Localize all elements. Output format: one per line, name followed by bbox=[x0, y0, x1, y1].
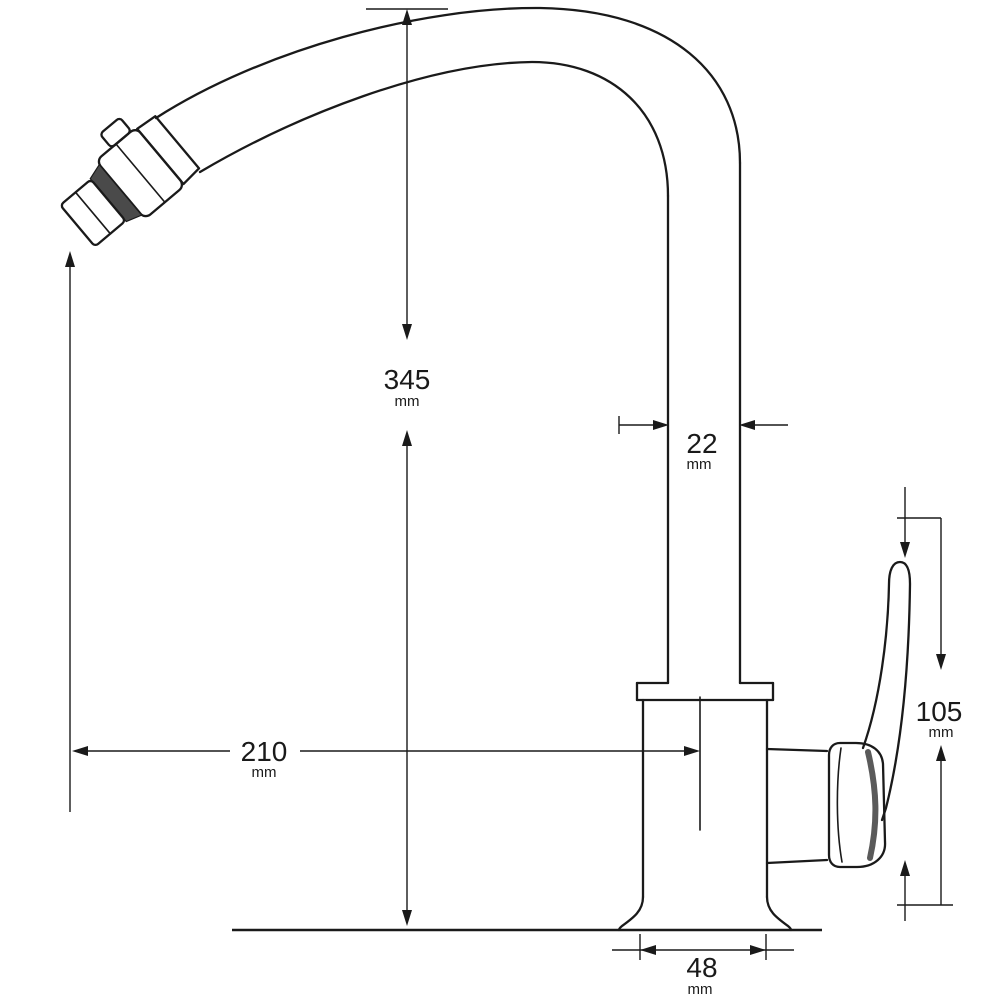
dimension-base-width: 48 mm bbox=[612, 934, 794, 998]
dim-345-arrow-upper-down bbox=[402, 324, 412, 340]
dim-total-height-unit: mm bbox=[395, 393, 420, 410]
dim-pipe-width-unit: mm bbox=[687, 456, 712, 473]
dimension-spout-reach: 210 mm bbox=[65, 251, 700, 812]
dim-105-arrow-upper-down bbox=[936, 654, 946, 670]
base-flange-left bbox=[617, 895, 645, 932]
faucet-outline bbox=[60, 6, 912, 932]
dim-210-extension-arrow-up bbox=[65, 251, 75, 267]
dim-48-arrow-right bbox=[750, 945, 766, 955]
dim-345-arrow-top-up bbox=[402, 9, 412, 25]
body-collar-ring bbox=[635, 681, 775, 702]
handle-lever bbox=[861, 560, 912, 822]
base-flange-right bbox=[765, 895, 793, 932]
dimension-total-height: 345 mm bbox=[366, 8, 448, 926]
dim-base-width-value: 48 bbox=[686, 952, 717, 983]
dim-210-arrow-left bbox=[72, 746, 88, 756]
handle-hub-inner-arc bbox=[836, 747, 843, 863]
dim-handle-length-unit: mm bbox=[929, 724, 954, 741]
dim-22-arrow-left bbox=[653, 420, 669, 430]
spray-head-band-line bbox=[115, 143, 166, 204]
handle-hub-shading bbox=[865, 749, 879, 861]
dim-spout-reach-value: 210 bbox=[241, 736, 288, 767]
handle bbox=[765, 560, 912, 869]
spout-outer-curve bbox=[154, 6, 742, 165]
dim-spout-reach-unit: mm bbox=[252, 764, 277, 781]
dim-105-arrow-bottom-up bbox=[900, 860, 910, 876]
handle-neck-top bbox=[765, 747, 829, 753]
spout-inner-curve bbox=[198, 60, 670, 198]
dim-210-arrow-right bbox=[684, 746, 700, 756]
dim-105-arrow-top-down bbox=[900, 542, 910, 558]
dim-105-arrow-lower-up bbox=[936, 745, 946, 761]
dim-handle-length-value: 105 bbox=[916, 696, 963, 727]
dimension-pipe-width: 22 mm bbox=[618, 416, 788, 473]
aerator-tip-line bbox=[74, 191, 112, 235]
dim-345-arrow-lower-up bbox=[402, 430, 412, 446]
handle-neck-bottom bbox=[765, 858, 829, 865]
dimension-handle-length: 105 mm bbox=[897, 487, 962, 921]
dim-22-arrow-right bbox=[739, 420, 755, 430]
handle-hub bbox=[827, 741, 887, 869]
dim-pipe-width-value: 22 bbox=[686, 428, 717, 459]
dim-48-arrow-left bbox=[640, 945, 656, 955]
spray-head bbox=[60, 115, 201, 247]
spray-head-collar bbox=[136, 115, 201, 186]
dim-total-height-value: 345 bbox=[384, 364, 431, 395]
spray-mode-knob bbox=[100, 117, 131, 148]
aerator-rubber-band bbox=[89, 163, 143, 223]
dim-base-width-unit: mm bbox=[688, 981, 713, 998]
dim-345-arrow-bottom-down bbox=[402, 910, 412, 926]
